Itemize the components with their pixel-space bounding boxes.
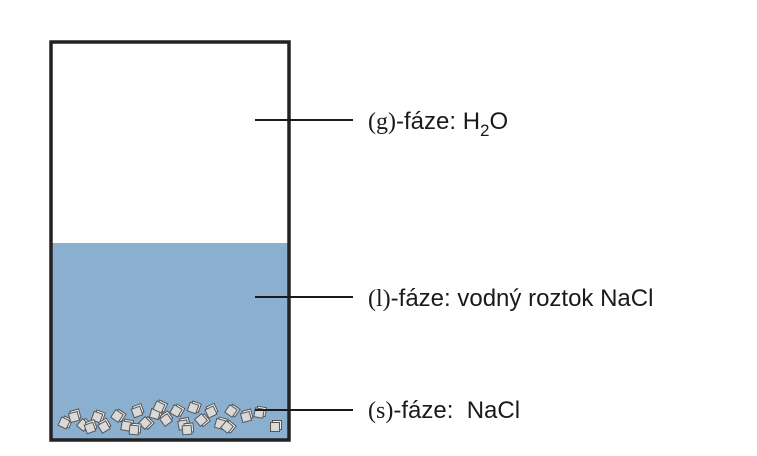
crystal <box>219 419 237 435</box>
crystal <box>169 403 186 418</box>
liquid-phase-symbol: l <box>376 286 383 312</box>
crystal <box>128 422 142 436</box>
solid-close-paren: ) <box>385 398 393 424</box>
liquid-open-paren: ( <box>368 286 376 312</box>
solid-phase-suffix: -fáze: NaCl <box>393 397 520 424</box>
container-beaker <box>49 40 291 442</box>
crystal <box>181 422 195 436</box>
crystal <box>130 403 145 419</box>
solid-phase-symbol: s <box>376 398 385 424</box>
gas-formula-main: H <box>463 108 480 135</box>
crystal <box>159 410 174 427</box>
gas-close-paren: ) <box>388 109 396 135</box>
liquid-phase-label: (l)-fáze: vodný roztok NaCl <box>368 285 653 312</box>
crystal <box>270 420 282 432</box>
crystal <box>204 402 219 419</box>
gas-phase-symbol: g <box>376 109 388 135</box>
crystal <box>67 408 82 424</box>
solid-open-paren: ( <box>368 398 376 424</box>
crystal <box>224 403 241 418</box>
liquid-close-paren: ) <box>383 286 391 312</box>
crystal <box>83 419 98 435</box>
crystal <box>239 408 254 424</box>
crystal <box>253 405 268 419</box>
solid-nacl-crystals <box>57 399 282 436</box>
crystal <box>137 415 155 431</box>
crystal <box>110 408 127 423</box>
gas-phase-label: (g)-fáze: H2O <box>368 108 508 140</box>
crystal <box>152 399 169 414</box>
liquid-phase-suffix: -fáze: vodný roztok NaCl <box>391 285 654 312</box>
crystal <box>90 409 106 424</box>
gas-formula-end: O <box>490 108 509 135</box>
gas-open-paren: ( <box>368 109 376 135</box>
gas-formula-sub: 2 <box>480 121 489 140</box>
crystal <box>193 412 211 428</box>
liquid-phase-region <box>52 243 289 440</box>
gas-phase-suffix: -fáze: <box>396 108 463 135</box>
solid-phase-label: (s)-fáze: NaCl <box>368 397 520 424</box>
crystal <box>97 417 112 434</box>
crystal <box>186 400 202 415</box>
